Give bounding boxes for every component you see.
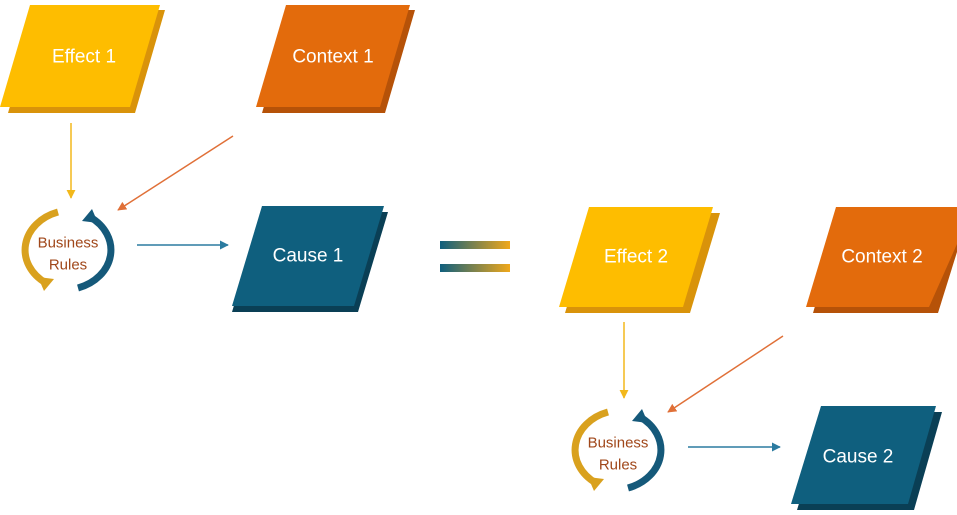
effect-2-label: Effect 2 bbox=[603, 246, 669, 268]
cycle-arrows-icon bbox=[21, 208, 115, 292]
effect-1-label: Effect 1 bbox=[51, 46, 117, 68]
business-rules-1-line2: Rules bbox=[48, 256, 88, 273]
cycle-arrows-icon bbox=[571, 408, 665, 492]
effect-2-shape bbox=[559, 207, 720, 313]
business-rules-2-line2: Rules bbox=[598, 456, 638, 473]
business-rules-1-line1: Business bbox=[37, 234, 99, 252]
business-rules-1-label: Business Rules bbox=[23, 232, 113, 276]
cause-2-label: Cause 2 bbox=[822, 446, 894, 468]
cause-1-label: Cause 1 bbox=[272, 245, 344, 267]
arrow-context1-to-rules1 bbox=[117, 135, 234, 211]
equals-icon bbox=[440, 241, 510, 272]
context-2-label: Context 2 bbox=[841, 246, 923, 268]
cause-2-shape bbox=[791, 406, 942, 510]
business-rules-2-line1: Business bbox=[587, 434, 649, 452]
context-1-shape bbox=[256, 5, 415, 113]
business-rules-2-label: Business Rules bbox=[573, 432, 663, 476]
arrow-context2-to-rules2 bbox=[667, 335, 784, 413]
context-2-shape bbox=[806, 207, 957, 313]
cause-1-shape bbox=[232, 206, 388, 312]
context-1-label: Context 1 bbox=[292, 46, 374, 68]
effect-1-shape bbox=[0, 5, 165, 113]
